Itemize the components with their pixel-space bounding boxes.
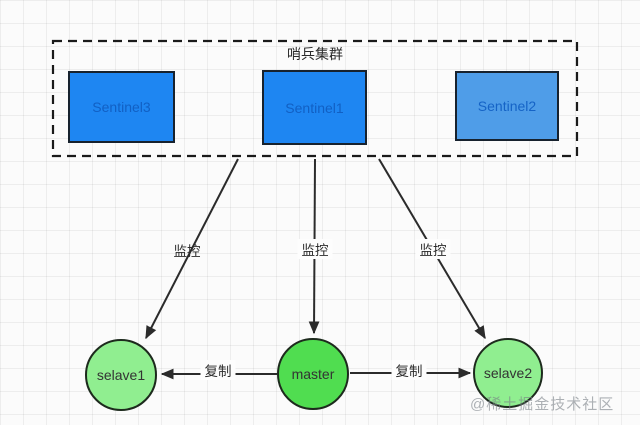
sentinel3-label: Sentinel3	[92, 99, 151, 115]
node-master-label: master	[291, 366, 335, 382]
monitor-label-right: 监控	[415, 239, 451, 259]
replicate-label-left: 复制	[200, 360, 236, 380]
monitor-label-middle: 监控	[297, 239, 333, 259]
sentinel-cluster-box: 哨兵集群 Sentinel3 Sentinel1 Sentinel2	[52, 40, 578, 157]
cluster-title: 哨兵集群	[287, 46, 343, 62]
edge-monitor-to-selave1	[145, 158, 239, 340]
sentinel1-label: Sentinel1	[285, 99, 344, 116]
node-selave1: selave1	[85, 339, 157, 411]
node-selave2: selave2	[473, 338, 543, 408]
sentinel2-label: Sentinel2	[477, 98, 537, 114]
sentinel1-box: Sentinel1	[262, 70, 367, 145]
sentinel2-box: Sentinel2	[455, 71, 559, 141]
sentinel3-box: Sentinel3	[68, 71, 175, 143]
node-master: master	[277, 338, 349, 410]
replicate-label-right: 复制	[391, 360, 427, 380]
node-selave1-label: selave1	[96, 367, 146, 383]
monitor-label-left: 监控	[173, 244, 201, 259]
cluster-dashed-border	[51, 39, 579, 158]
node-selave2-label: selave2	[483, 365, 533, 381]
watermark: @稀土掘金技术社区	[470, 396, 615, 413]
